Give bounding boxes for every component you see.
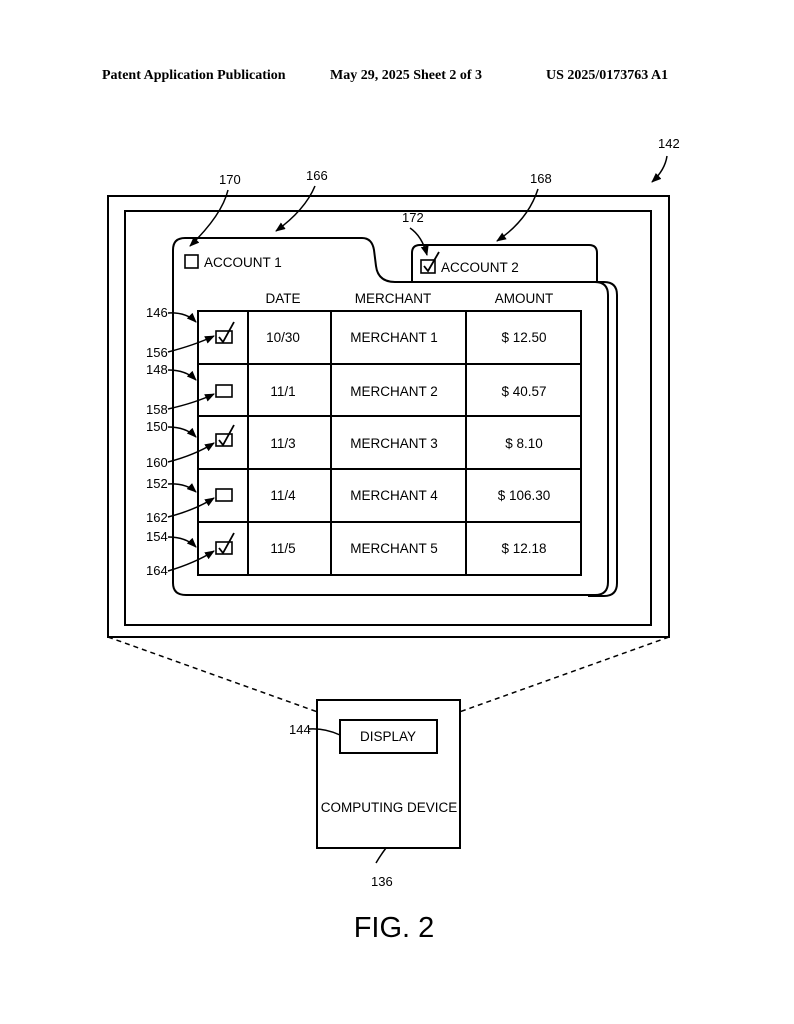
table-row: 10/30 MERCHANT 1 $ 12.50 (215, 321, 547, 345)
row-merchant: MERCHANT 5 (350, 541, 438, 556)
ref-162: 162 (146, 510, 168, 525)
tab-account-2-label: ACCOUNT 2 (441, 260, 519, 275)
row-checkbox[interactable] (215, 433, 233, 447)
page-header: Patent Application Publication May 29, 2… (0, 68, 794, 88)
ref-158: 158 (146, 402, 168, 417)
ref-156: 156 (146, 345, 168, 360)
display-screen (124, 210, 652, 626)
figure-label: FIG. 2 (354, 912, 435, 944)
column-header-merchant: MERCHANT (355, 291, 432, 306)
transaction-table (197, 310, 582, 576)
checkmark-icon (218, 424, 235, 447)
publication-type: Patent Application Publication (102, 68, 286, 83)
ref-152: 152 (146, 476, 168, 491)
ref-154: 154 (146, 529, 168, 544)
ref-166: 166 (306, 168, 328, 183)
row-date: 11/5 (270, 541, 295, 556)
display-outer-frame (107, 195, 670, 638)
ref-172: 172 (402, 210, 424, 225)
column-header-amount: AMOUNT (495, 291, 554, 306)
ref-170: 170 (219, 172, 241, 187)
row-checkbox[interactable] (215, 330, 233, 344)
tab-account-2[interactable] (411, 244, 598, 282)
projection-line-right (436, 636, 670, 721)
ref-150: 150 (146, 419, 168, 434)
column-header-date: DATE (265, 291, 300, 306)
row-merchant: MERCHANT 1 (350, 330, 438, 345)
tab-account-1-label: ACCOUNT 1 (204, 255, 282, 270)
row-amount: $ 12.18 (501, 541, 546, 556)
row-merchant: MERCHANT 4 (350, 488, 438, 503)
row-checkbox[interactable] (215, 488, 233, 502)
ref-160: 160 (146, 455, 168, 470)
checkmark-icon (218, 532, 235, 555)
table-row: 11/4 MERCHANT 4 $ 106.30 (215, 488, 551, 503)
ref-164: 164 (146, 563, 168, 578)
row-date: 11/3 (270, 436, 295, 451)
table-row: 11/3 MERCHANT 3 $ 8.10 (215, 424, 543, 451)
account-2-checkbox[interactable] (420, 259, 436, 274)
row-amount: $ 40.57 (501, 384, 546, 399)
ref-146: 146 (146, 305, 168, 320)
row-checkbox[interactable] (215, 384, 233, 398)
display-label: DISPLAY (360, 729, 416, 744)
row-date: 10/30 (266, 330, 300, 345)
checkmark-icon (218, 321, 235, 344)
row-checkbox[interactable] (215, 541, 233, 555)
publication-number: US 2025/0173763 A1 (546, 68, 669, 83)
account-1-checkbox[interactable] (184, 254, 199, 269)
publication-date-sheet: May 29, 2025 Sheet 2 of 3 (330, 68, 483, 83)
row-amount: $ 106.30 (498, 488, 551, 503)
account-2-checkmark-icon (423, 251, 440, 273)
projection-line-left (107, 636, 341, 721)
display-box (339, 719, 438, 754)
ref-144: 144 (289, 722, 311, 737)
leader-lines (167, 155, 668, 864)
ref-148: 148 (146, 362, 168, 377)
row-merchant: MERCHANT 2 (350, 384, 438, 399)
computing-device-label: COMPUTING DEVICE (321, 800, 458, 815)
row-amount: $ 8.10 (505, 436, 543, 451)
ref-136: 136 (371, 874, 393, 889)
row-date: 11/1 (270, 384, 295, 399)
row-merchant: MERCHANT 3 (350, 436, 438, 451)
ref-142: 142 (658, 136, 680, 151)
row-amount: $ 12.50 (501, 330, 546, 345)
row-date: 11/4 (270, 488, 296, 503)
ref-168: 168 (530, 171, 552, 186)
table-row: 11/5 MERCHANT 5 $ 12.18 (215, 532, 547, 556)
panel-account-2 (395, 281, 618, 597)
table-row: 11/1 MERCHANT 2 $ 40.57 (215, 384, 547, 399)
